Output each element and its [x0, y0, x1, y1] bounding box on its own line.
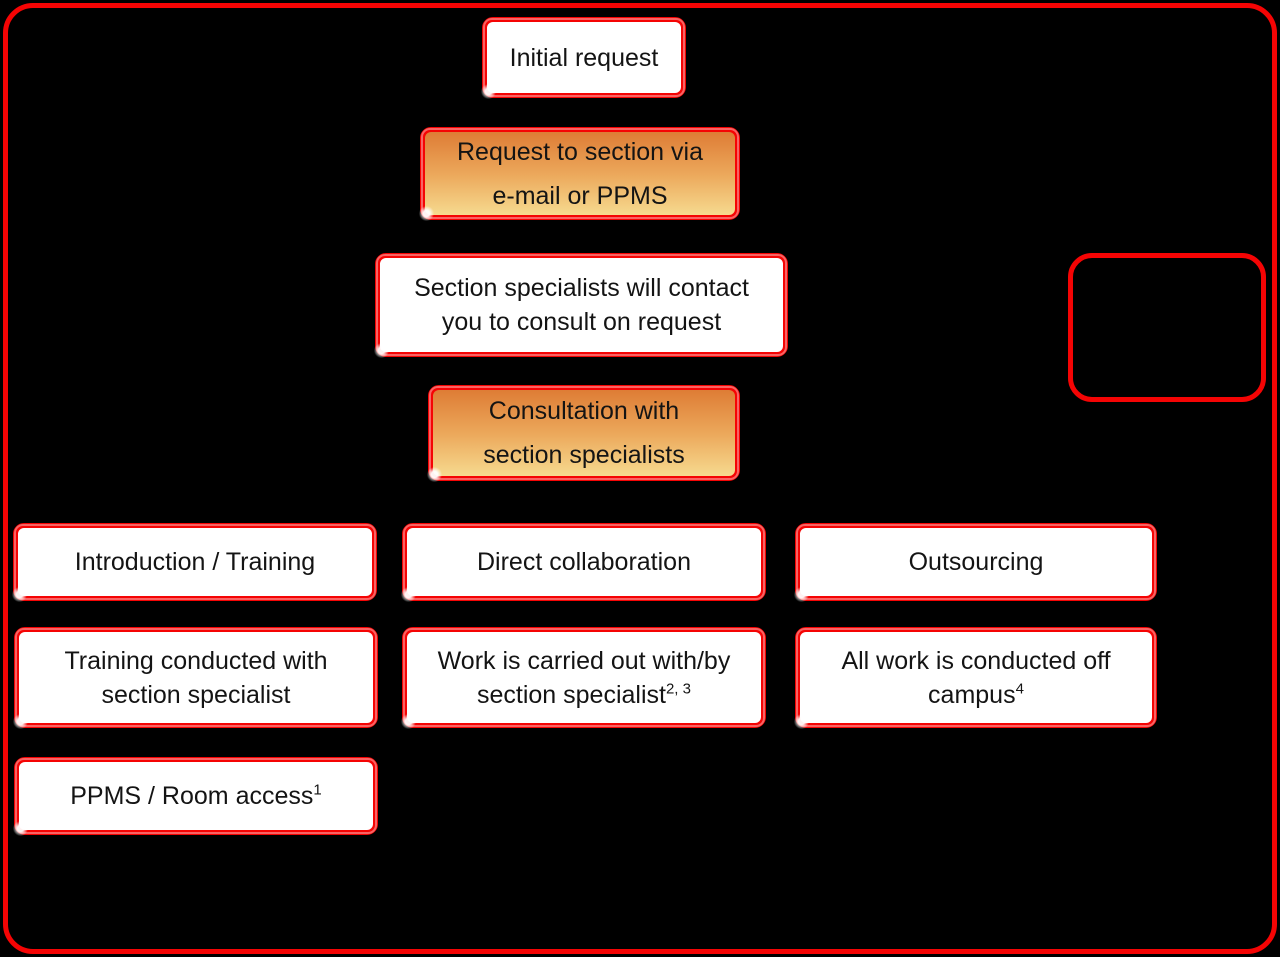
node-ppms-room-access: PPMS / Room access1: [13, 757, 378, 836]
node-specialists-contact-line2: you to consult on request: [441, 308, 722, 336]
node-outsourcing-label: Outsourcing: [908, 548, 1044, 576]
node-initial-request-label: Initial request: [509, 43, 659, 72]
node-consultation: Consultation with section specialists: [427, 385, 740, 482]
node-initial-request: Initial request: [481, 17, 686, 99]
connector-ppms-right-stub: [370, 793, 388, 797]
footnote-marker-2-3: 2, 3: [665, 680, 691, 698]
connector-intro-to-training: [193, 592, 197, 622]
node-outsourcing: Outsourcing: [794, 523, 1157, 602]
node-training-conducted-line1: Training conducted with: [64, 646, 328, 675]
connector-initial-to-request: [580, 86, 584, 122]
connector-note-bottom-stub: [1164, 394, 1168, 412]
node-direct-collaboration-label: Direct collaboration: [477, 548, 691, 576]
connector-request-to-contact: [578, 210, 582, 248]
node-work-carried-out-line2-text: section specialist: [476, 680, 666, 709]
node-ppms-room-access-text: PPMS / Room access: [70, 782, 314, 810]
node-direct-collaboration: Direct collaboration: [401, 523, 766, 602]
node-consultation-line1: Consultation with: [488, 397, 680, 425]
node-introduction-training-label: Introduction / Training: [74, 548, 316, 576]
node-introduction-training: Introduction / Training: [12, 523, 377, 602]
connector-consultation-to-branches: [580, 471, 584, 517]
connector-direct-to-work: [581, 592, 585, 622]
node-work-carried-out: Work is carried out with/by section spec…: [401, 627, 766, 729]
connector-training-to-ppms: [193, 718, 197, 752]
node-consultation-line2: section specialists: [483, 441, 685, 469]
footnote-marker-4: 4: [1015, 680, 1024, 698]
node-specialists-contact: Section specialists will contact you to …: [374, 253, 788, 358]
node-all-work-line2-text: campus: [928, 680, 1016, 709]
node-request-to-section-line2: e-mail or PPMS: [492, 181, 668, 210]
node-training-conducted-line2: section specialist: [101, 680, 291, 709]
node-all-work-off-campus: All work is conducted off campus4: [794, 627, 1157, 729]
node-work-carried-out-line1: Work is carried out with/by: [437, 646, 731, 675]
node-empty-note: [1068, 253, 1266, 402]
footnote-marker-1: 1: [313, 781, 322, 799]
node-request-to-section-line1: Request to section via: [457, 137, 703, 166]
node-all-work-line1: All work is conducted off: [841, 646, 1111, 675]
connector-contact-to-consultation: [579, 347, 583, 381]
node-ppms-room-access-label: PPMS / Room access1: [70, 779, 321, 813]
node-work-carried-out-line2: section specialist2, 3: [477, 678, 691, 712]
connector-outsourcing-to-allwork: [973, 592, 977, 622]
connector-request-to-note-stub: [733, 171, 759, 175]
diagram-border: [3, 3, 1277, 954]
node-training-conducted: Training conducted with section speciali…: [13, 627, 378, 729]
node-all-work-line2: campus4: [928, 678, 1024, 712]
node-request-to-section: Request to section via e-mail or PPMS: [419, 127, 740, 221]
node-specialists-contact-line1: Section specialists will contact: [414, 274, 749, 302]
